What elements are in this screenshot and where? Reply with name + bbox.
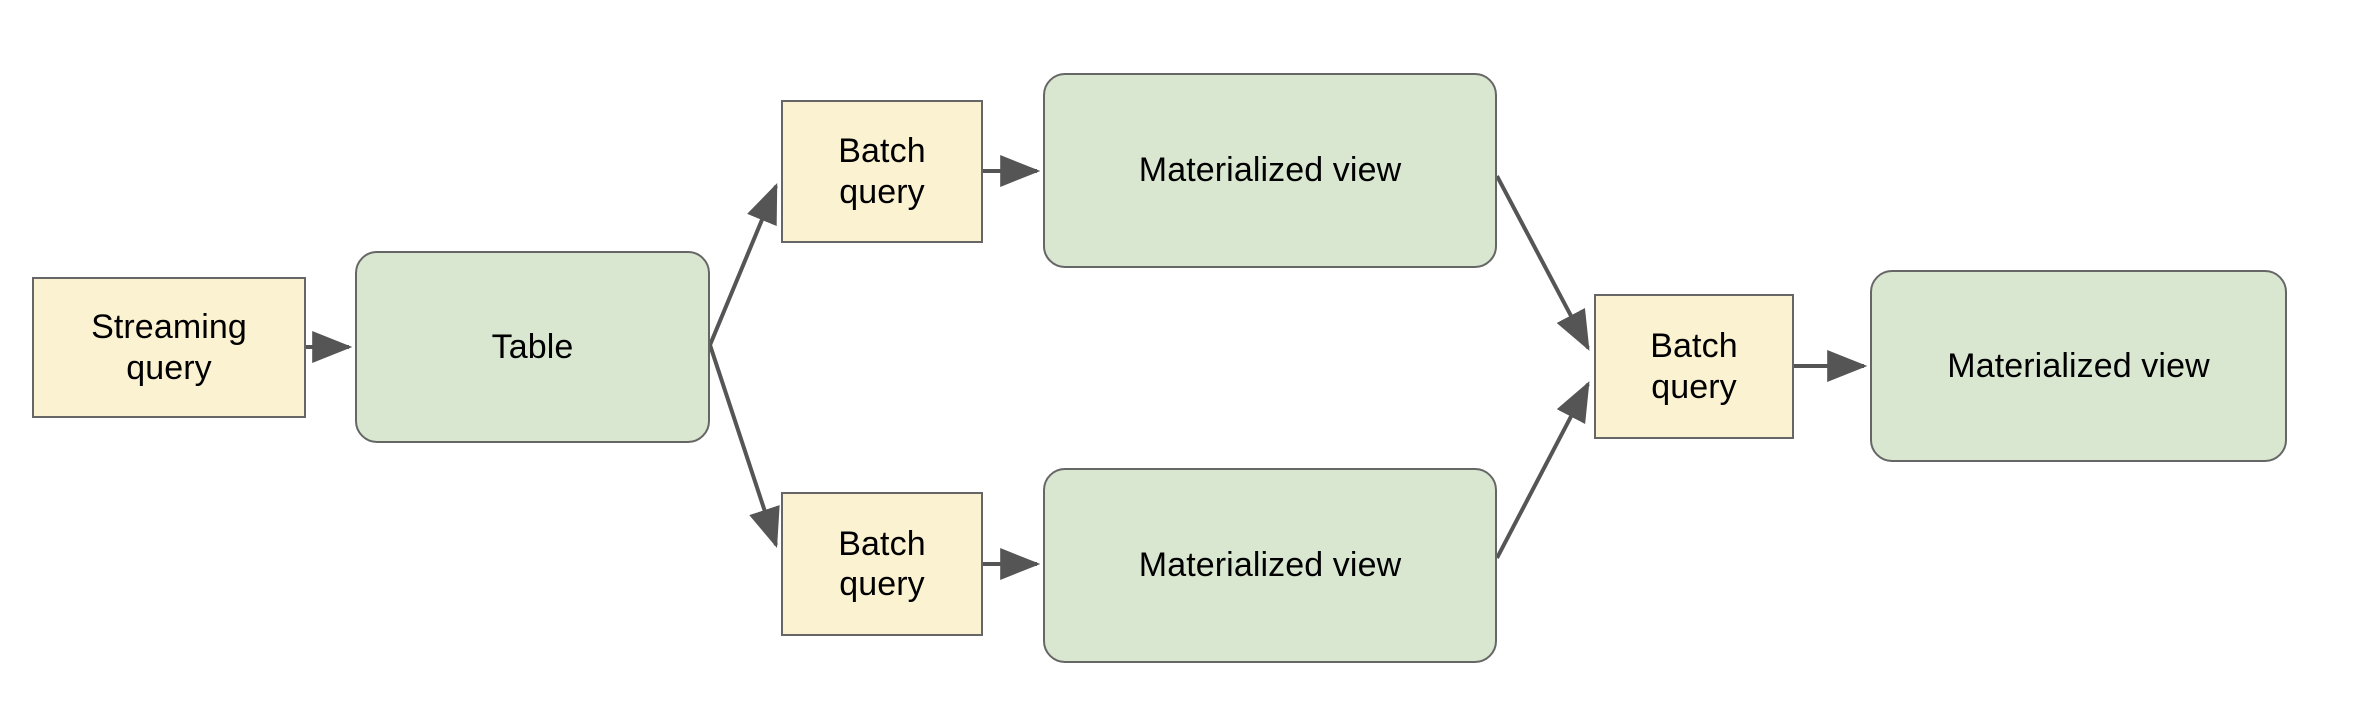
node-batch-query-join-label: Batch query bbox=[1650, 327, 1738, 406]
node-materialized-view-bottom[interactable]: Materialized view bbox=[1043, 468, 1497, 663]
node-materialized-view-top[interactable]: Materialized view bbox=[1043, 73, 1497, 268]
edge-table-to-batch-query-top bbox=[708, 183, 778, 346]
edge-table-to-batch-query-bottom bbox=[708, 344, 780, 549]
edge-materialized-view-bottom-to-batch-query-join bbox=[1495, 381, 1590, 559]
node-materialized-view-top-label: Materialized view bbox=[1138, 151, 1402, 190]
node-materialized-view-bottom-label: Materialized view bbox=[1138, 546, 1402, 585]
node-batch-query-top-label: Batch query bbox=[838, 132, 926, 211]
node-streaming-query-label: Streaming query bbox=[91, 308, 247, 387]
node-batch-query-bottom-label: Batch query bbox=[838, 524, 926, 603]
node-table[interactable]: Table bbox=[355, 251, 710, 443]
node-batch-query-join[interactable]: Batch query bbox=[1594, 294, 1794, 439]
node-batch-query-bottom[interactable]: Batch query bbox=[781, 492, 983, 636]
node-streaming-query[interactable]: Streaming query bbox=[32, 277, 306, 418]
node-materialized-view-final[interactable]: Materialized view bbox=[1870, 270, 2287, 462]
edge-materialized-view-top-to-batch-query-join bbox=[1495, 175, 1590, 351]
node-batch-query-top[interactable]: Batch query bbox=[781, 100, 983, 243]
node-table-label: Table bbox=[491, 327, 574, 366]
node-materialized-view-final-label: Materialized view bbox=[1947, 346, 2210, 385]
